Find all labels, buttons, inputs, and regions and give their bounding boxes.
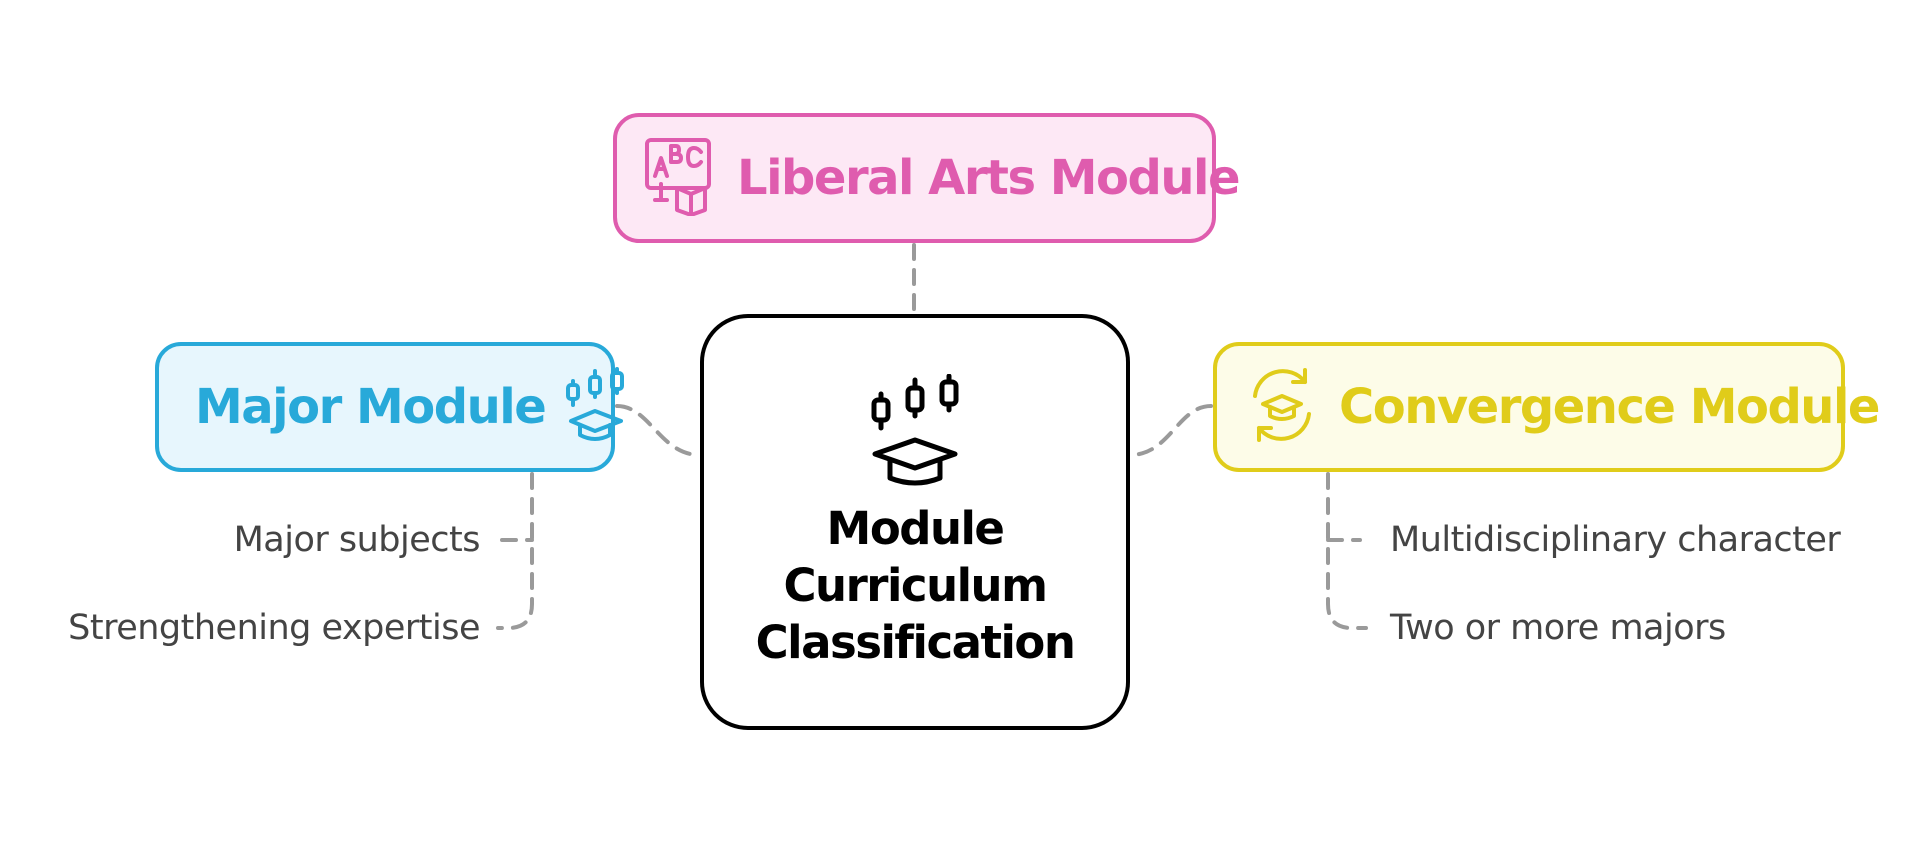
center-title-line-3: Classification <box>755 615 1076 669</box>
major-module-title: Major Module <box>195 379 547 435</box>
major-item-strengthening-expertise: Strengthening expertise <box>68 608 480 648</box>
major-item-major-subjects: Major subjects <box>233 520 481 560</box>
major-module-box: Major Module <box>155 342 625 472</box>
center-classification-box: Module Curriculum Classification <box>700 314 1130 730</box>
convergence-module-box: Convergence Module <box>1213 342 1880 472</box>
graduation-cap-chart-icon <box>869 373 961 492</box>
center-title-line-2: Curriculum <box>783 558 1048 612</box>
cycle-graduation-cap-icon <box>1243 366 1321 448</box>
abc-book-icon <box>643 136 719 220</box>
connector-convergence-branch <box>1326 472 1368 630</box>
graduation-cap-chart-icon <box>563 367 627 447</box>
convergence-item-two-or-more-majors: Two or more majors <box>1390 608 1726 648</box>
liberal-arts-module-box: Liberal Arts Module <box>613 113 1241 243</box>
convergence-item-multidisciplinary: Multidisciplinary character <box>1390 520 1841 560</box>
connector-major-to-center <box>615 404 702 457</box>
center-title: Module Curriculum Classification <box>755 500 1076 671</box>
liberal-arts-module-title: Liberal Arts Module <box>737 150 1241 206</box>
convergence-module-title: Convergence Module <box>1339 379 1880 435</box>
connector-major-branch <box>496 472 534 630</box>
connector-convergence-to-center <box>1128 404 1213 457</box>
center-title-line-1: Module <box>826 501 1005 555</box>
